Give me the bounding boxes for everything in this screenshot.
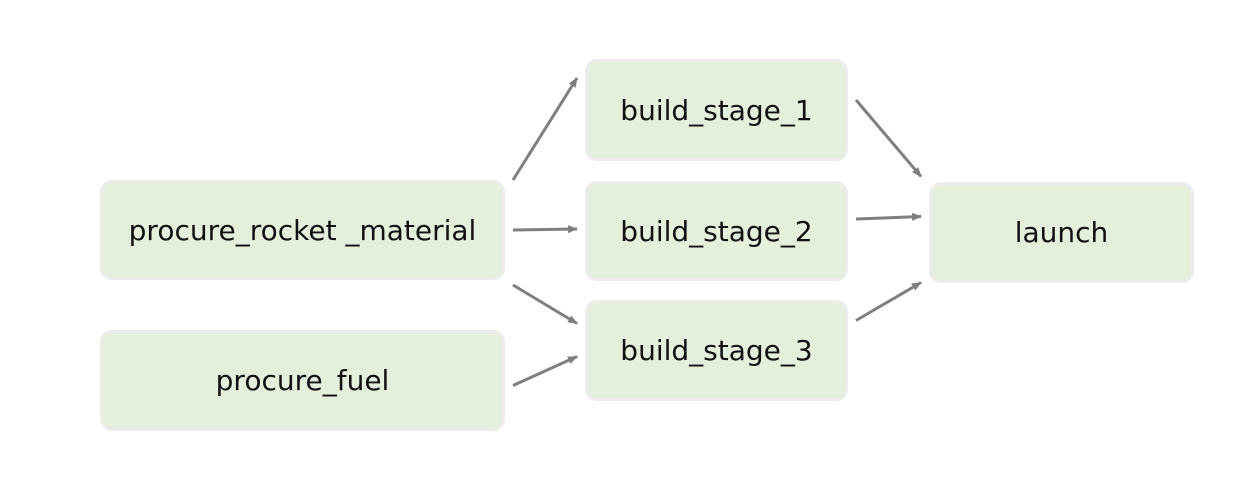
edge-build-stage-3-to-launch [855, 281, 922, 322]
edge-build-stage-1-to-launch [854, 99, 923, 178]
node-label: build_stage_2 [620, 214, 813, 248]
node-label: build_stage_1 [620, 93, 813, 127]
node-build-stage-3[interactable]: build_stage_3 [585, 300, 848, 401]
node-build-stage-2[interactable]: build_stage_2 [585, 181, 848, 281]
node-build-stage-1[interactable]: build_stage_1 [585, 59, 848, 161]
edge-procure-fuel-to-build-stage-3 [512, 355, 578, 387]
node-label: procure_fuel [215, 364, 390, 397]
edge-procure-rocket-material-to-build-stage-2 [512, 225, 578, 234]
node-procure-rocket-material[interactable]: procure_rocket _material [100, 180, 505, 280]
node-label: build_stage_3 [620, 334, 813, 367]
edge-procure-rocket-material-to-build-stage-1 [511, 77, 579, 181]
node-label: procure_rocket _material [128, 213, 477, 247]
node-launch[interactable]: launch [929, 182, 1194, 283]
edge-build-stage-2-to-launch [855, 212, 922, 221]
edge-procure-rocket-material-to-build-stage-3 [512, 283, 578, 325]
node-procure-fuel[interactable]: procure_fuel [100, 330, 505, 431]
node-label: launch [1014, 216, 1109, 249]
